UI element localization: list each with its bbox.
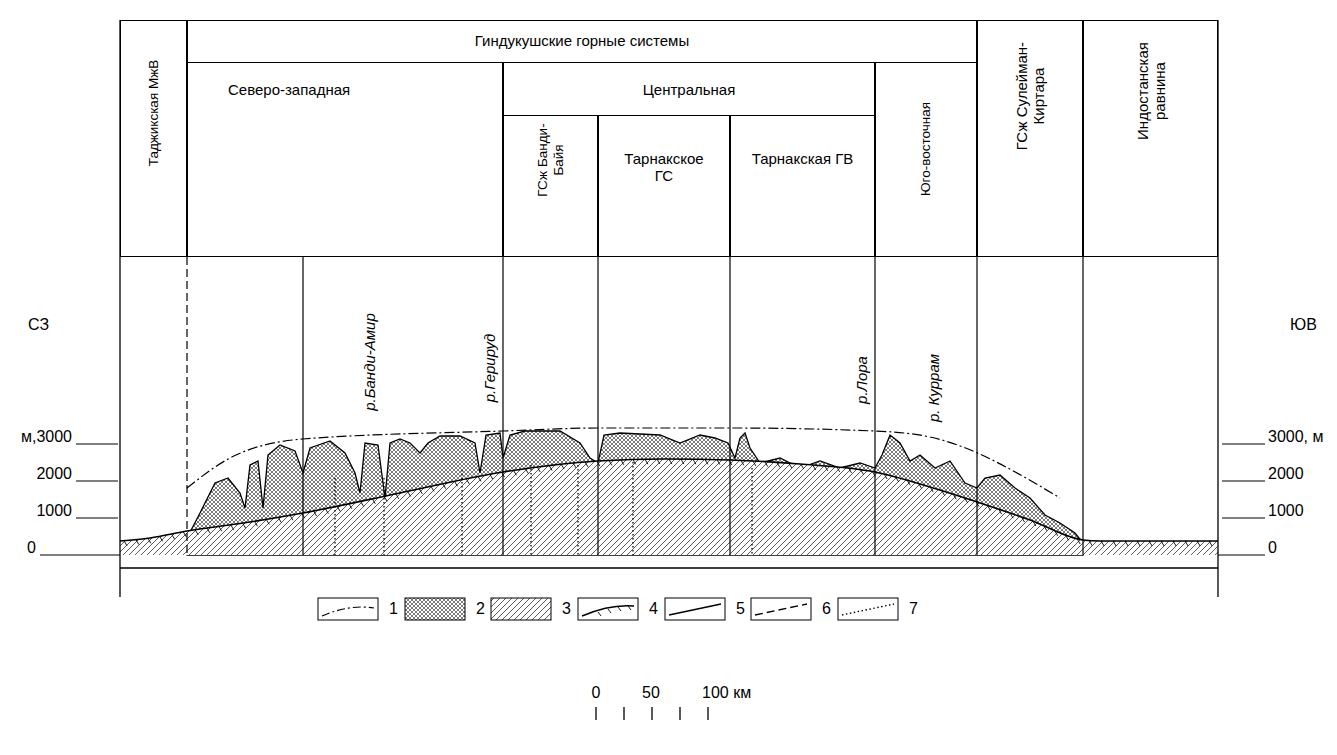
direction-label: ЮВ <box>1290 316 1317 334</box>
boundary-line <box>502 257 503 555</box>
scale-tick <box>679 707 680 720</box>
table-cell: Северо-западнаяГСж Банди-Байя Тарнакское … <box>187 20 977 257</box>
legend-base-line <box>582 606 634 616</box>
base-surface-line <box>120 459 1218 541</box>
cell-heading: Центральная <box>504 81 874 98</box>
scale-label: 100 км <box>702 684 751 702</box>
scale-label: 0 <box>592 684 601 702</box>
legend-dashed <box>755 604 807 615</box>
legend-number: 6 <box>822 600 831 618</box>
legend-box <box>318 598 378 620</box>
scale-label: 50 <box>642 684 660 702</box>
frame-line <box>120 567 1218 568</box>
axis-tick <box>1222 443 1265 444</box>
base-surface-ticks <box>124 459 1212 546</box>
axis-label: 0 <box>1268 539 1277 557</box>
cell-heading: Индостанская равнина <box>1133 34 1168 149</box>
table-cell: Юго-восточная <box>875 62 977 257</box>
dotted-line <box>461 470 462 555</box>
cell-heading: Тарнакское ГС <box>614 150 714 185</box>
axis-tick <box>1222 480 1265 481</box>
cell-heading: ГСж Сулейман-Киртара <box>1013 37 1048 155</box>
legend-box <box>578 598 638 620</box>
table-cell: ГСж Банди-Байя Тарнакское ГС Тарнакская ГВ… <box>503 62 875 257</box>
river-label: р. Куррам <box>926 354 943 422</box>
axis-label: 0 <box>27 539 36 557</box>
table-cell: Тарнакское ГС <box>598 115 730 257</box>
axis-tick <box>1218 554 1265 555</box>
dotted-line <box>632 462 633 555</box>
axis-tick <box>1222 517 1265 518</box>
axis-tick <box>76 443 118 444</box>
axis-label: м,3000 <box>21 428 72 446</box>
scale-tick <box>707 707 708 720</box>
legend-box <box>838 598 898 620</box>
legend-box <box>491 598 551 620</box>
scale-tick <box>595 707 596 720</box>
axis-tick <box>76 480 118 481</box>
cell-heading: Гиндукушские горные системы <box>188 32 976 49</box>
dotted-line <box>751 468 752 555</box>
axis-label: 2000 <box>36 465 72 483</box>
axis-label: 3000, м <box>1268 428 1323 446</box>
dotted-line <box>530 465 531 555</box>
river-label: р.Банди-Амир <box>362 313 379 410</box>
scale-tick <box>651 707 652 720</box>
dotted-line <box>334 478 335 555</box>
cell-heading: ГСж Банди-Байя <box>535 115 566 205</box>
dotted-boundaries <box>335 462 752 555</box>
table-cell: ГСж Сулейман-Киртара <box>977 20 1083 257</box>
cell-heading: Таджикская МжВ <box>146 3 162 223</box>
boundary-line <box>874 257 875 555</box>
table-cell: Северо-западная <box>187 62 503 257</box>
basement-area <box>120 459 1218 555</box>
boundary-line <box>1082 257 1083 555</box>
boundary-line <box>597 257 598 555</box>
legend-dashdot <box>322 607 374 616</box>
legend-number: 5 <box>736 600 745 618</box>
table-cell: Индостанская равнина <box>1083 20 1218 257</box>
boundary-dashed <box>186 257 187 555</box>
legend-box <box>751 598 811 620</box>
boundary-line <box>976 257 977 555</box>
legend-box <box>665 598 725 620</box>
scale-bar <box>596 707 708 720</box>
legend-number: 3 <box>562 600 571 618</box>
axis-label: 2000 <box>1268 465 1304 483</box>
boundary-lines <box>303 257 1083 555</box>
legend-number: 2 <box>476 600 485 618</box>
dotted-line <box>577 465 578 555</box>
legend-samples <box>318 598 898 620</box>
legend-number: 4 <box>649 600 658 618</box>
legend-solid <box>669 604 721 615</box>
scale-tick <box>623 707 624 720</box>
cell-heading: Северо-западная <box>228 81 350 98</box>
table-cell: ГСж Банди-Байя <box>503 115 598 257</box>
axis-tick <box>76 517 118 518</box>
axis-label: 1000 <box>1268 502 1304 520</box>
legend-dotted <box>842 604 894 615</box>
legend-number: 1 <box>389 600 398 618</box>
direction-label: СЗ <box>28 316 49 334</box>
profile-group <box>120 428 1218 555</box>
axis-label: 1000 <box>36 502 72 520</box>
river-label: р.Лора <box>854 356 871 404</box>
river-label: р.Герируд <box>482 334 499 403</box>
legend-number: 7 <box>909 600 918 618</box>
legend-box <box>405 598 465 620</box>
table-cell: Тарнакская ГВ <box>730 115 875 257</box>
table-cell: Таджикская МжВ <box>120 20 187 257</box>
axis-tick <box>40 554 120 555</box>
boundary-line <box>302 257 303 555</box>
cell-heading: Юго-восточная <box>918 59 934 239</box>
dotted-line <box>383 478 384 555</box>
legend-ticks <box>598 606 631 616</box>
cell-heading: Тарнакская ГВ <box>748 150 858 167</box>
axis-ticks <box>40 444 1265 555</box>
boundary-line <box>729 257 730 555</box>
envelope-line <box>187 428 1060 498</box>
